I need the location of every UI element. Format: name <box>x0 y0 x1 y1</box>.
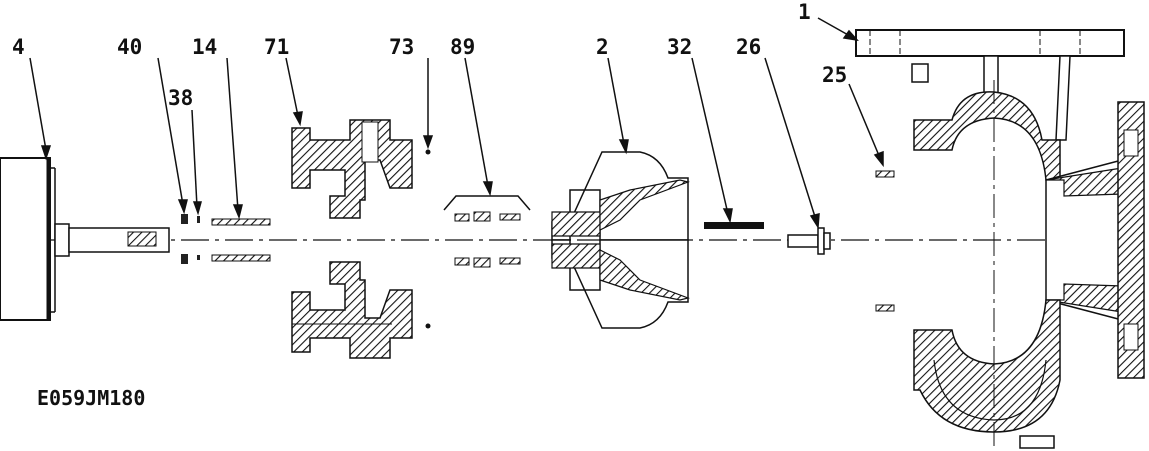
sleeve-part <box>211 218 271 262</box>
callout-71: 71 <box>264 35 289 59</box>
callout-32: 32 <box>667 35 692 59</box>
ring-part <box>197 216 200 260</box>
drawing-code: E059JM180 <box>37 386 145 410</box>
callout-2: 2 <box>596 35 609 59</box>
callout-4: 4 <box>12 35 25 59</box>
wear-ring-part <box>875 170 895 312</box>
callout-73: 73 <box>389 35 414 59</box>
callout-labels: 4 40 38 14 71 73 89 2 32 26 25 1 <box>12 0 847 110</box>
washer-part <box>704 222 764 229</box>
callout-1: 1 <box>798 0 811 24</box>
impeller-bolt-part <box>787 227 831 255</box>
callout-26: 26 <box>736 35 761 59</box>
leader-lines <box>29 17 884 230</box>
callout-40: 40 <box>117 35 142 59</box>
key-part <box>181 214 188 264</box>
volute-casing-part <box>855 29 1145 449</box>
motor-part <box>0 157 170 321</box>
callout-25: 25 <box>822 63 847 87</box>
seal-housing-part <box>291 119 413 359</box>
mechanical-seal-part <box>443 195 531 268</box>
callout-38: 38 <box>168 86 193 110</box>
plug-part <box>425 149 431 329</box>
callout-89: 89 <box>450 35 475 59</box>
impeller-part <box>551 151 691 329</box>
callout-14: 14 <box>192 35 217 59</box>
